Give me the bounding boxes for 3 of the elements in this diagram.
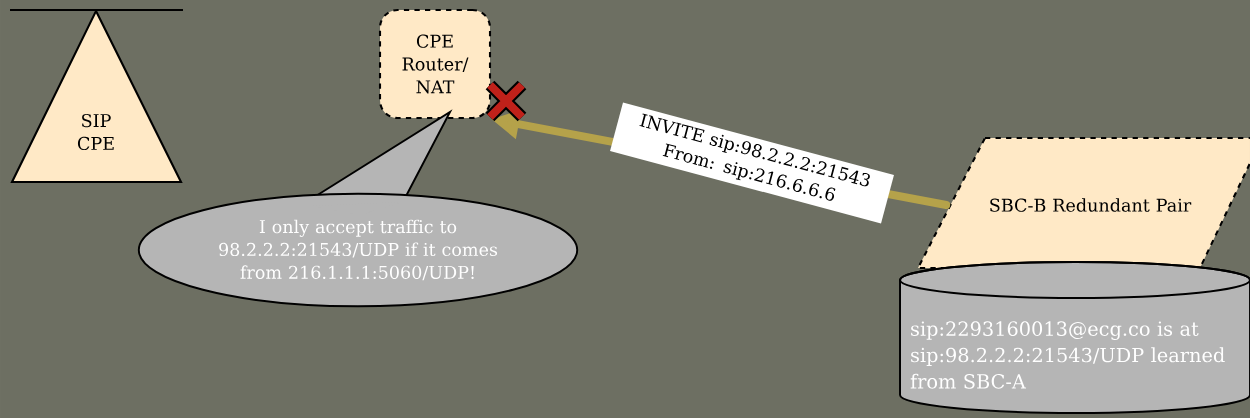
router-box: CPE Router/ NAT bbox=[378, 8, 492, 120]
database-cylinder: sip:2293160013@ecg.co is at sip:98.2.2.2:21543/UDP learned from SBC-A bbox=[899, 261, 1250, 414]
speech-bubble: I only accept traffic to 98.2.2.2:21543/UDP if it comes from 216.1.1.1:5060/UDP! bbox=[137, 109, 579, 308]
